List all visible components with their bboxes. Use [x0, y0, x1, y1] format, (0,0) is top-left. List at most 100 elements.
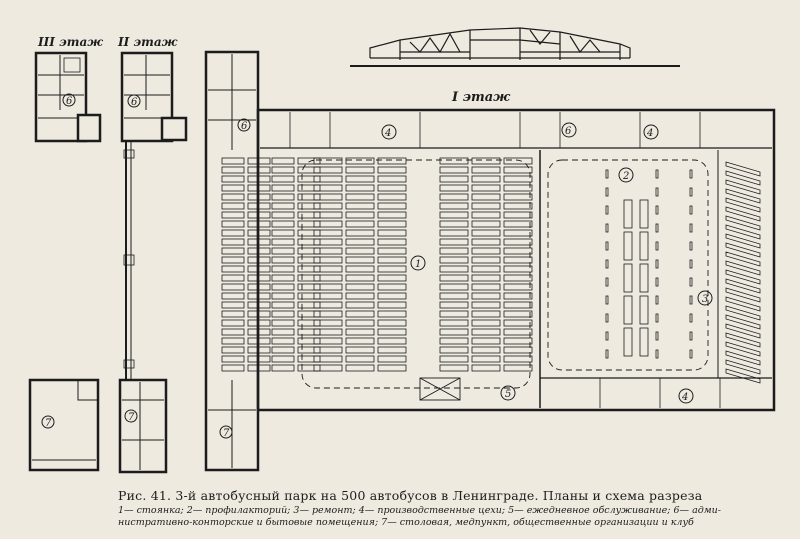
parking-bay: [313, 283, 343, 291]
parking-bay: [271, 175, 295, 183]
parking-bay: [471, 364, 501, 372]
service-pit: [623, 199, 633, 229]
parking-bay: [471, 166, 501, 174]
diagonal-bay: [725, 305, 761, 321]
parking-bay: [313, 175, 343, 183]
parking-bay: [221, 202, 245, 210]
diagonal-bay: [725, 287, 761, 303]
parking-bay: [439, 229, 469, 237]
parking-bay: [377, 319, 407, 327]
parking-bay: [345, 256, 375, 264]
parking-bay: [503, 193, 533, 201]
parking-bay: [345, 157, 375, 165]
parking-bay: [313, 157, 343, 165]
parking-bay: [271, 238, 295, 246]
parking-bay: [503, 310, 533, 318]
parking-bay: [377, 328, 407, 336]
column-marker: [689, 187, 693, 197]
parking-bay: [377, 247, 407, 255]
parking-bay: [471, 256, 501, 264]
parking-bay: [247, 283, 271, 291]
column-marker: [655, 295, 659, 305]
column-marker: [689, 169, 693, 179]
column-marker: [605, 205, 609, 215]
parking-bay: [345, 355, 375, 363]
service-pit: [623, 263, 633, 293]
parking-bay: [439, 211, 469, 219]
parking-bay: [503, 355, 533, 363]
parking-bay: [247, 265, 271, 273]
parking-bay: [247, 220, 271, 228]
parking-bay: [313, 346, 343, 354]
parking-bay: [345, 328, 375, 336]
parking-bay: [297, 184, 321, 192]
column-marker: [689, 313, 693, 323]
column-marker: [605, 187, 609, 197]
parking-bay: [345, 337, 375, 345]
parking-bay: [247, 319, 271, 327]
parking-bay: [439, 157, 469, 165]
parking-bay: [297, 157, 321, 165]
column-marker: [689, 331, 693, 341]
parking-bay: [471, 202, 501, 210]
column-marker: [655, 241, 659, 251]
parking-bay: [271, 328, 295, 336]
parking-bay: [247, 346, 271, 354]
diagonal-bay: [725, 179, 761, 195]
parking-bay: [297, 202, 321, 210]
parking-bay: [377, 310, 407, 318]
column-marker: [605, 259, 609, 269]
parking-bay: [377, 220, 407, 228]
parking-bay: [247, 274, 271, 282]
zone-number-4-top-right: 4: [646, 128, 653, 139]
diagonal-bay: [725, 233, 761, 249]
parking-bay: [345, 211, 375, 219]
parking-bay: [471, 247, 501, 255]
zone-number-6-third-floor: 6: [66, 96, 73, 107]
parking-bay: [345, 292, 375, 300]
parking-bay: [345, 193, 375, 201]
parking-bay: [503, 274, 533, 282]
parking-bay: [297, 265, 321, 273]
column-marker: [689, 241, 693, 251]
second-floor-plan: [118, 51, 188, 474]
parking-bay: [471, 220, 501, 228]
parking-bay: [221, 319, 245, 327]
parking-bay: [247, 310, 271, 318]
parking-bay: [221, 346, 245, 354]
zone-number-2: 2: [622, 171, 629, 182]
diagonal-bay: [725, 341, 761, 357]
zone-number-1: 1: [415, 259, 421, 270]
parking-bay: [439, 292, 469, 300]
parking-bay: [471, 175, 501, 183]
parking-bay: [345, 310, 375, 318]
zone-number-7-second-floor: 7: [128, 412, 135, 423]
parking-bay: [313, 265, 343, 273]
diagonal-bay: [725, 188, 761, 204]
column-marker: [655, 223, 659, 233]
parking-bay: [439, 202, 469, 210]
parking-bay: [503, 328, 533, 336]
parking-bay: [247, 337, 271, 345]
parking-bay: [271, 166, 295, 174]
parking-bay: [247, 256, 271, 264]
parking-bay: [471, 337, 501, 345]
parking-bay: [471, 229, 501, 237]
parking-bay: [345, 202, 375, 210]
parking-bay: [221, 283, 245, 291]
diagonal-bay: [725, 197, 761, 213]
parking-bay: [377, 157, 407, 165]
parking-bay: [439, 193, 469, 201]
column-marker: [689, 223, 693, 233]
column-marker: [655, 313, 659, 323]
column-marker: [605, 223, 609, 233]
parking-bay: [471, 301, 501, 309]
parking-bay: [377, 283, 407, 291]
parking-bay: [221, 157, 245, 165]
parking-bay: [503, 256, 533, 264]
parking-bay: [345, 283, 375, 291]
parking-bay: [313, 193, 343, 201]
parking-bay: [247, 166, 271, 174]
parking-bay: [247, 175, 271, 183]
diagonal-bay: [725, 242, 761, 258]
